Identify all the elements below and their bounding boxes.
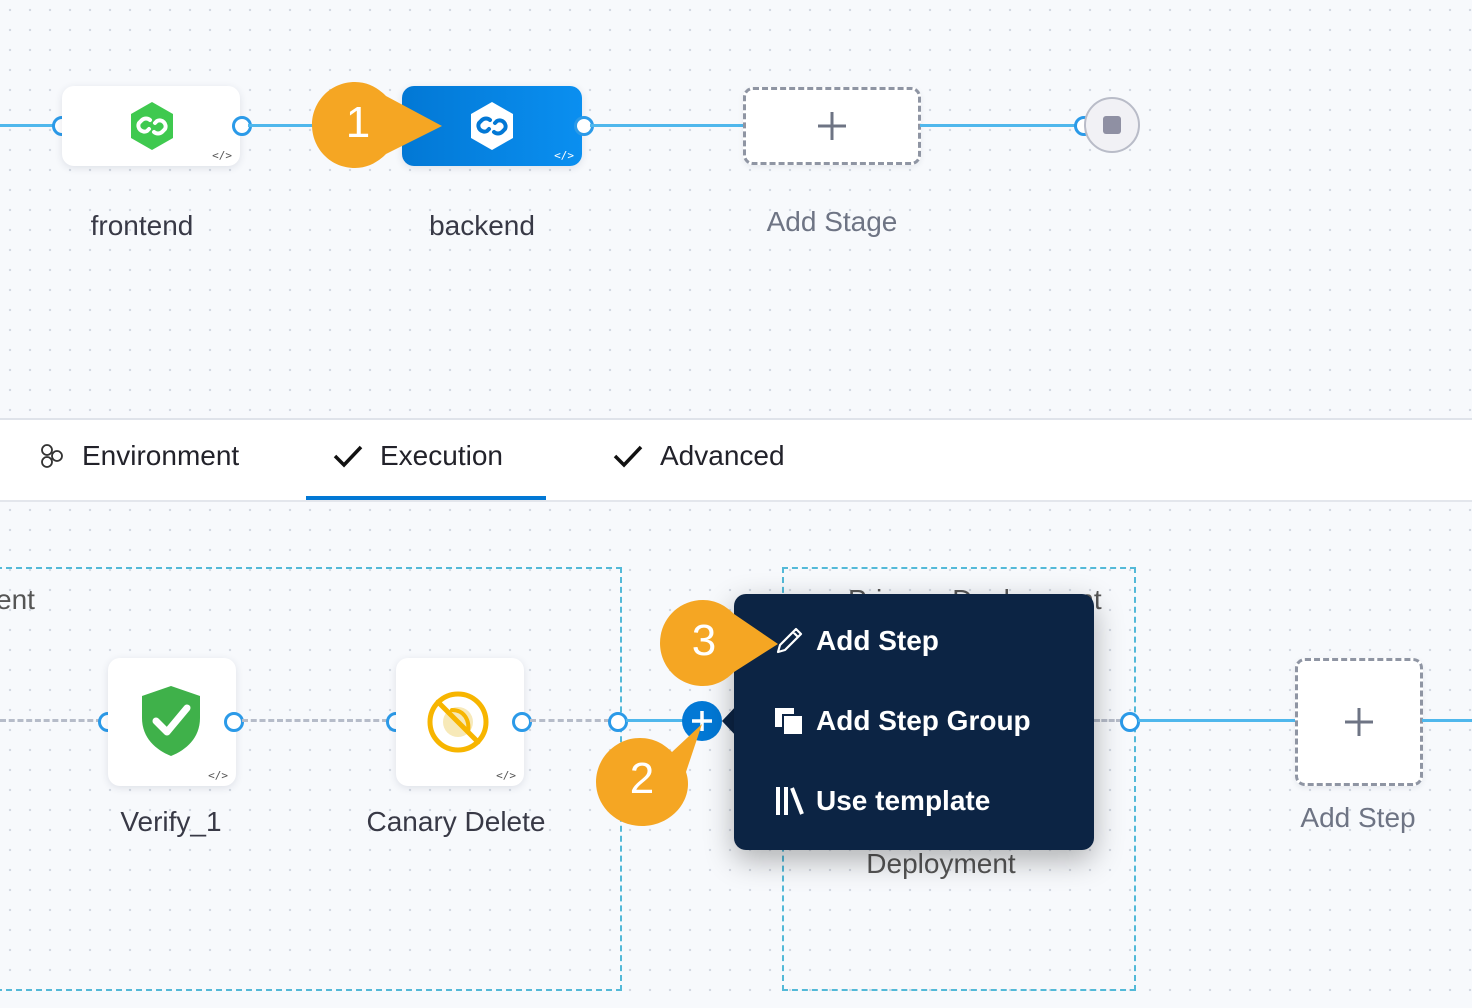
callout-2: 2	[592, 722, 706, 828]
verify-shield-icon	[142, 686, 200, 756]
check-icon	[333, 445, 363, 468]
tab-environment[interactable]: Environment	[38, 440, 239, 472]
callout-1: 1	[310, 80, 444, 170]
add-step-label: Add Step	[1300, 802, 1416, 833]
step-group-icon	[775, 708, 804, 736]
add-step-button[interactable]	[1295, 658, 1423, 786]
connector-line	[530, 719, 610, 722]
menu-item-add-step-group[interactable]: Add Step Group	[772, 704, 1031, 738]
connector-line	[626, 719, 686, 722]
stage-label-backend: backend	[429, 210, 535, 241]
canary-delete-icon	[427, 691, 489, 753]
environment-icon	[41, 444, 63, 468]
pipeline-end-node	[1084, 97, 1140, 153]
connector-line	[0, 124, 62, 127]
step-label-verify: Verify_1	[120, 806, 222, 837]
step-node-canary-delete[interactable]: </>	[396, 658, 524, 786]
deploy-stage-icon	[131, 102, 173, 150]
callout-marker-icon	[596, 724, 702, 826]
code-icon: </>	[212, 149, 232, 162]
stage-label-frontend: frontend	[90, 210, 194, 241]
tab-execution[interactable]: Execution	[332, 440, 503, 472]
group-port[interactable]	[608, 712, 628, 732]
tab-label: Environment	[82, 440, 240, 471]
callout-number: 3	[691, 616, 717, 665]
callout-number: 2	[629, 754, 655, 803]
code-icon: </>	[496, 769, 516, 782]
stage-tabs: Environment Execution Advanced	[0, 418, 1472, 502]
code-icon: </>	[554, 149, 574, 162]
code-icon: </>	[208, 769, 228, 782]
menu-item-label: Use template	[816, 785, 991, 816]
callout-marker-icon	[312, 82, 442, 168]
add-stage-label: Add Stage	[766, 206, 898, 237]
connector-line	[590, 124, 744, 127]
group-port[interactable]	[1120, 712, 1140, 732]
step-group-left	[0, 567, 622, 991]
menu-item-use-template[interactable]: Use template	[772, 784, 990, 818]
connector-line	[920, 124, 1084, 127]
stage-node-backend[interactable]: </>	[402, 86, 582, 166]
menu-item-label: Add Step	[816, 625, 939, 656]
connector-line	[1138, 719, 1298, 722]
connector-line	[1094, 719, 1122, 722]
step-group-label: Deployment	[866, 848, 1016, 879]
add-between-button[interactable]	[682, 701, 722, 741]
connector-line	[0, 719, 102, 722]
plus-icon	[818, 112, 846, 140]
step-group-label: ent	[0, 584, 35, 615]
library-icon	[776, 787, 804, 815]
tab-label: Execution	[380, 440, 503, 471]
plus-icon	[692, 711, 712, 731]
menu-item-label: Add Step Group	[816, 705, 1031, 736]
step-node-verify[interactable]: </>	[108, 658, 236, 786]
step-port[interactable]	[512, 712, 532, 732]
menu-item-add-step[interactable]: Add Step	[772, 624, 939, 658]
tab-advanced[interactable]: Advanced	[612, 440, 785, 472]
stop-icon	[1103, 116, 1121, 134]
step-port[interactable]	[224, 712, 244, 732]
add-stage-button[interactable]	[743, 87, 921, 165]
plus-icon	[1345, 708, 1373, 736]
stage-node-frontend[interactable]: </>	[62, 86, 240, 166]
step-label-canary-delete: Canary Delete	[366, 806, 546, 837]
connector-line	[1422, 719, 1472, 722]
pencil-icon	[776, 627, 803, 654]
callout-3: 3	[658, 598, 780, 688]
callout-number: 1	[345, 98, 371, 147]
connector-line	[242, 719, 388, 722]
callout-marker-icon	[660, 600, 778, 686]
check-icon	[613, 445, 643, 468]
deploy-stage-icon	[471, 102, 513, 150]
active-tab-indicator	[306, 496, 546, 500]
add-menu: Add Step Add Step Group Use template	[734, 594, 1094, 850]
tab-label: Advanced	[660, 440, 785, 471]
